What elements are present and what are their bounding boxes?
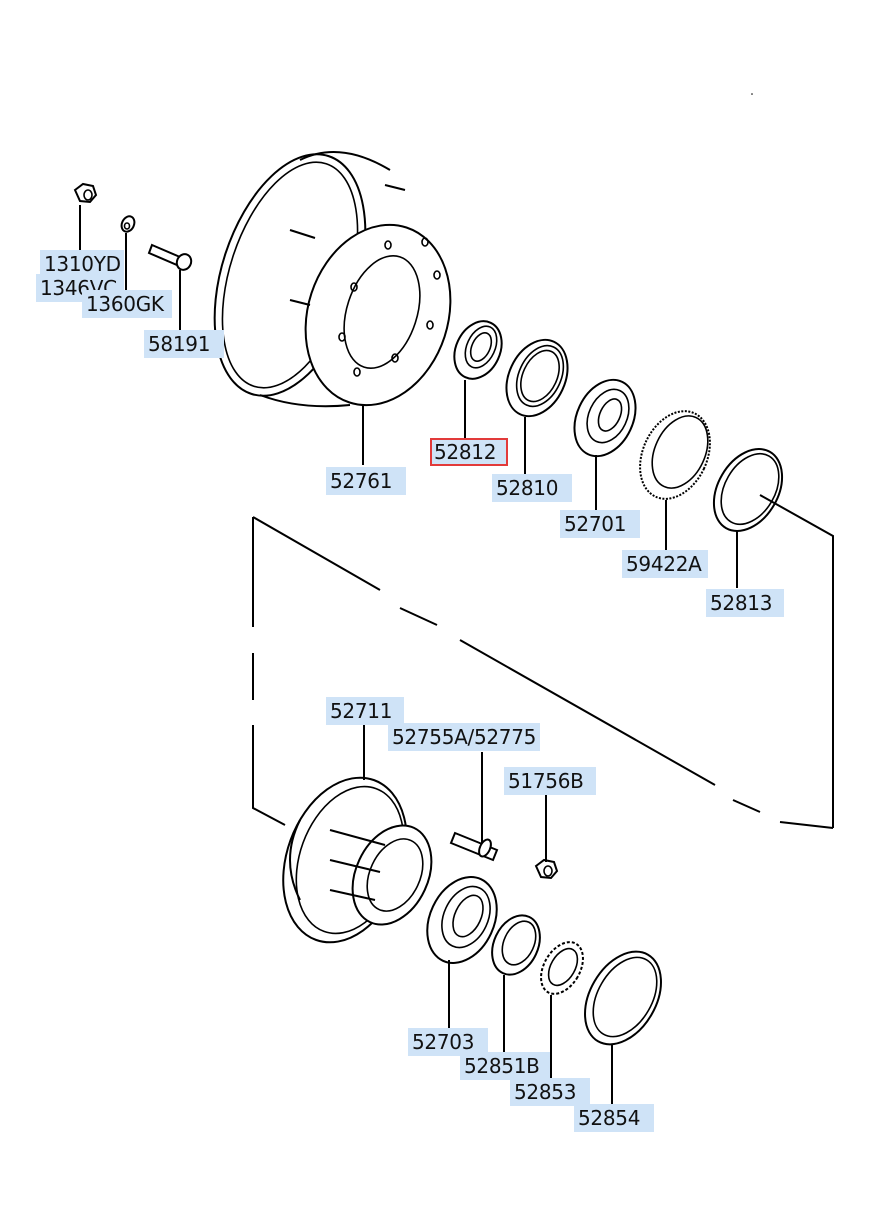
part-label-52755a-52775[interactable]: 52755A/52775 — [388, 723, 540, 751]
bearing-part-icon[interactable] — [563, 370, 648, 466]
nut-part-icon[interactable] — [534, 858, 559, 880]
part-label-52813[interactable]: 52813 — [706, 589, 784, 617]
part-label-52701[interactable]: 52701 — [560, 510, 640, 538]
wheel-hub-part-icon[interactable] — [261, 760, 446, 959]
assembly-frame-lines — [252, 494, 834, 829]
part-label-52761[interactable]: 52761 — [326, 467, 406, 495]
oil-seal-part-icon[interactable] — [445, 314, 510, 387]
part-label-52854[interactable]: 52854 — [574, 1104, 654, 1132]
part-label-52851b[interactable]: 52851B — [460, 1052, 550, 1080]
seal-ring-part-icon[interactable] — [700, 437, 796, 543]
part-label-59422a[interactable]: 59422A — [622, 550, 708, 578]
part-label-52810[interactable]: 52810 — [492, 474, 572, 502]
part-label-1346vc[interactable]: 1346VC — [36, 274, 124, 302]
bolt-part-icon[interactable] — [147, 243, 194, 272]
nut-part-icon[interactable] — [73, 182, 98, 204]
washer-part-icon[interactable] — [119, 214, 137, 234]
bearing-part-icon[interactable] — [414, 866, 510, 975]
part-label-52812-selected[interactable]: 52812 — [430, 438, 508, 466]
part-label-51756b[interactable]: 51756B — [504, 767, 596, 795]
brake-drum-part-icon[interactable] — [187, 135, 473, 424]
seal-ring-part-icon[interactable] — [495, 330, 580, 426]
stray-dot — [751, 93, 753, 95]
wheel-stud-part-icon[interactable] — [449, 831, 499, 862]
thrust-bearing-part-icon[interactable] — [532, 935, 591, 1001]
part-label-1360gk[interactable]: 1360GK — [82, 290, 172, 318]
seal-ring-part-icon[interactable] — [483, 908, 549, 983]
part-label-58191[interactable]: 58191 — [144, 330, 224, 358]
part-label-52853[interactable]: 52853 — [510, 1078, 590, 1106]
part-label-1310yd[interactable]: 1310YD — [40, 250, 124, 278]
part-label-52703[interactable]: 52703 — [408, 1028, 488, 1056]
tone-ring-part-icon[interactable] — [627, 400, 724, 510]
seal-ring-part-icon[interactable] — [569, 938, 676, 1058]
part-label-52711[interactable]: 52711 — [326, 697, 404, 725]
